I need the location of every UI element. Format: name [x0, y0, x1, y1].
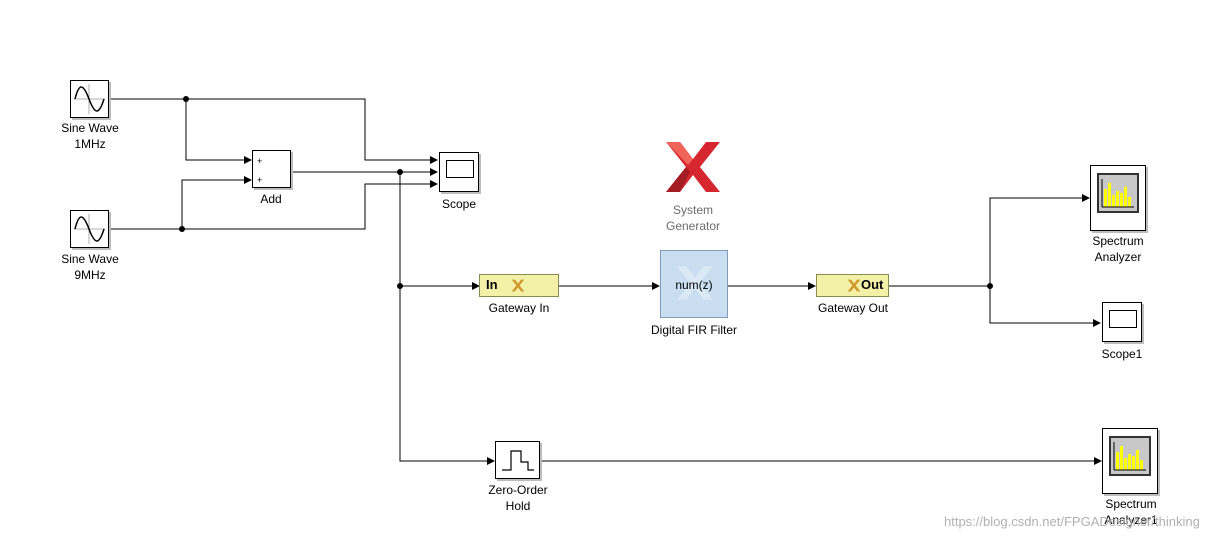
scope-block[interactable] — [439, 152, 479, 192]
junction-dot — [987, 283, 993, 289]
wire-add-branch — [399, 172, 495, 465]
zero-order-hold-icon — [502, 450, 534, 471]
wire-sine2-add — [181, 176, 252, 229]
gateway-in-label: Gateway In — [488, 301, 550, 315]
sine-wave-icon — [74, 84, 105, 114]
zero-order-hold-block[interactable] — [495, 441, 540, 479]
fir-block-text: num(z) — [675, 278, 713, 292]
digital-fir-filter-block[interactable]: num(z) — [660, 250, 728, 318]
wire-sine1-add — [185, 99, 252, 164]
gateway-out-label: Gateway Out — [817, 301, 889, 315]
spectrum-analyzer1-label: Spectrum Analyzer1 — [1104, 497, 1158, 527]
gateway-out-block[interactable]: Out — [816, 274, 889, 297]
add-block[interactable]: + + — [252, 150, 291, 188]
junction-dot — [397, 283, 403, 289]
wire-gwout-spectrum — [889, 194, 1090, 287]
scope1-block[interactable] — [1102, 302, 1142, 342]
scope-label: Scope — [441, 197, 477, 211]
xilinx-small-icon — [847, 279, 861, 292]
spectrum-screen-icon — [1109, 436, 1151, 476]
xilinx-logo-icon — [666, 142, 720, 192]
add-label: Add — [260, 192, 282, 206]
spectrum-screen-icon — [1097, 173, 1139, 213]
sine-wave-1mhz-label: Sine Wave 1MHz — [61, 121, 119, 151]
system-generator-label: System Generator — [665, 203, 721, 233]
wire-gwout-scope1 — [989, 286, 1101, 327]
watermark-text: https://blog.csdn.net/FPGADesigner/think… — [944, 514, 1200, 529]
xilinx-watermark-icon — [677, 266, 713, 300]
junction-dot — [183, 96, 189, 102]
gateway-out-text: Out — [861, 277, 884, 292]
gateway-in-text: In — [486, 277, 498, 292]
xilinx-small-icon — [511, 279, 525, 292]
sine-wave-9mhz-block[interactable] — [70, 210, 109, 248]
scope1-label: Scope1 — [1101, 347, 1143, 361]
sine-wave-9mhz-label: Sine Wave 9MHz — [61, 252, 119, 282]
wire-sine2-scope — [110, 180, 438, 230]
spectrum-analyzer-block[interactable] — [1090, 165, 1146, 231]
wire-sine1-scope — [110, 98, 438, 164]
scope-screen-icon — [446, 160, 474, 178]
gateway-in-block[interactable]: In — [479, 274, 559, 297]
digital-fir-filter-label: Digital FIR Filter — [650, 323, 737, 337]
spectrum-analyzer-label: Spectrum Analyzer — [1092, 234, 1144, 264]
sine-wave-1mhz-block[interactable] — [70, 80, 109, 118]
junction-dot — [397, 169, 403, 175]
junction-dot — [179, 226, 185, 232]
spectrum-analyzer1-block[interactable] — [1102, 428, 1158, 494]
add-port1-sign: + — [257, 156, 263, 166]
sine-wave-icon — [74, 214, 105, 244]
zero-order-hold-label: Zero-Order Hold — [488, 483, 548, 513]
scope-screen-icon — [1109, 310, 1137, 328]
add-port2-sign: + — [257, 175, 263, 185]
